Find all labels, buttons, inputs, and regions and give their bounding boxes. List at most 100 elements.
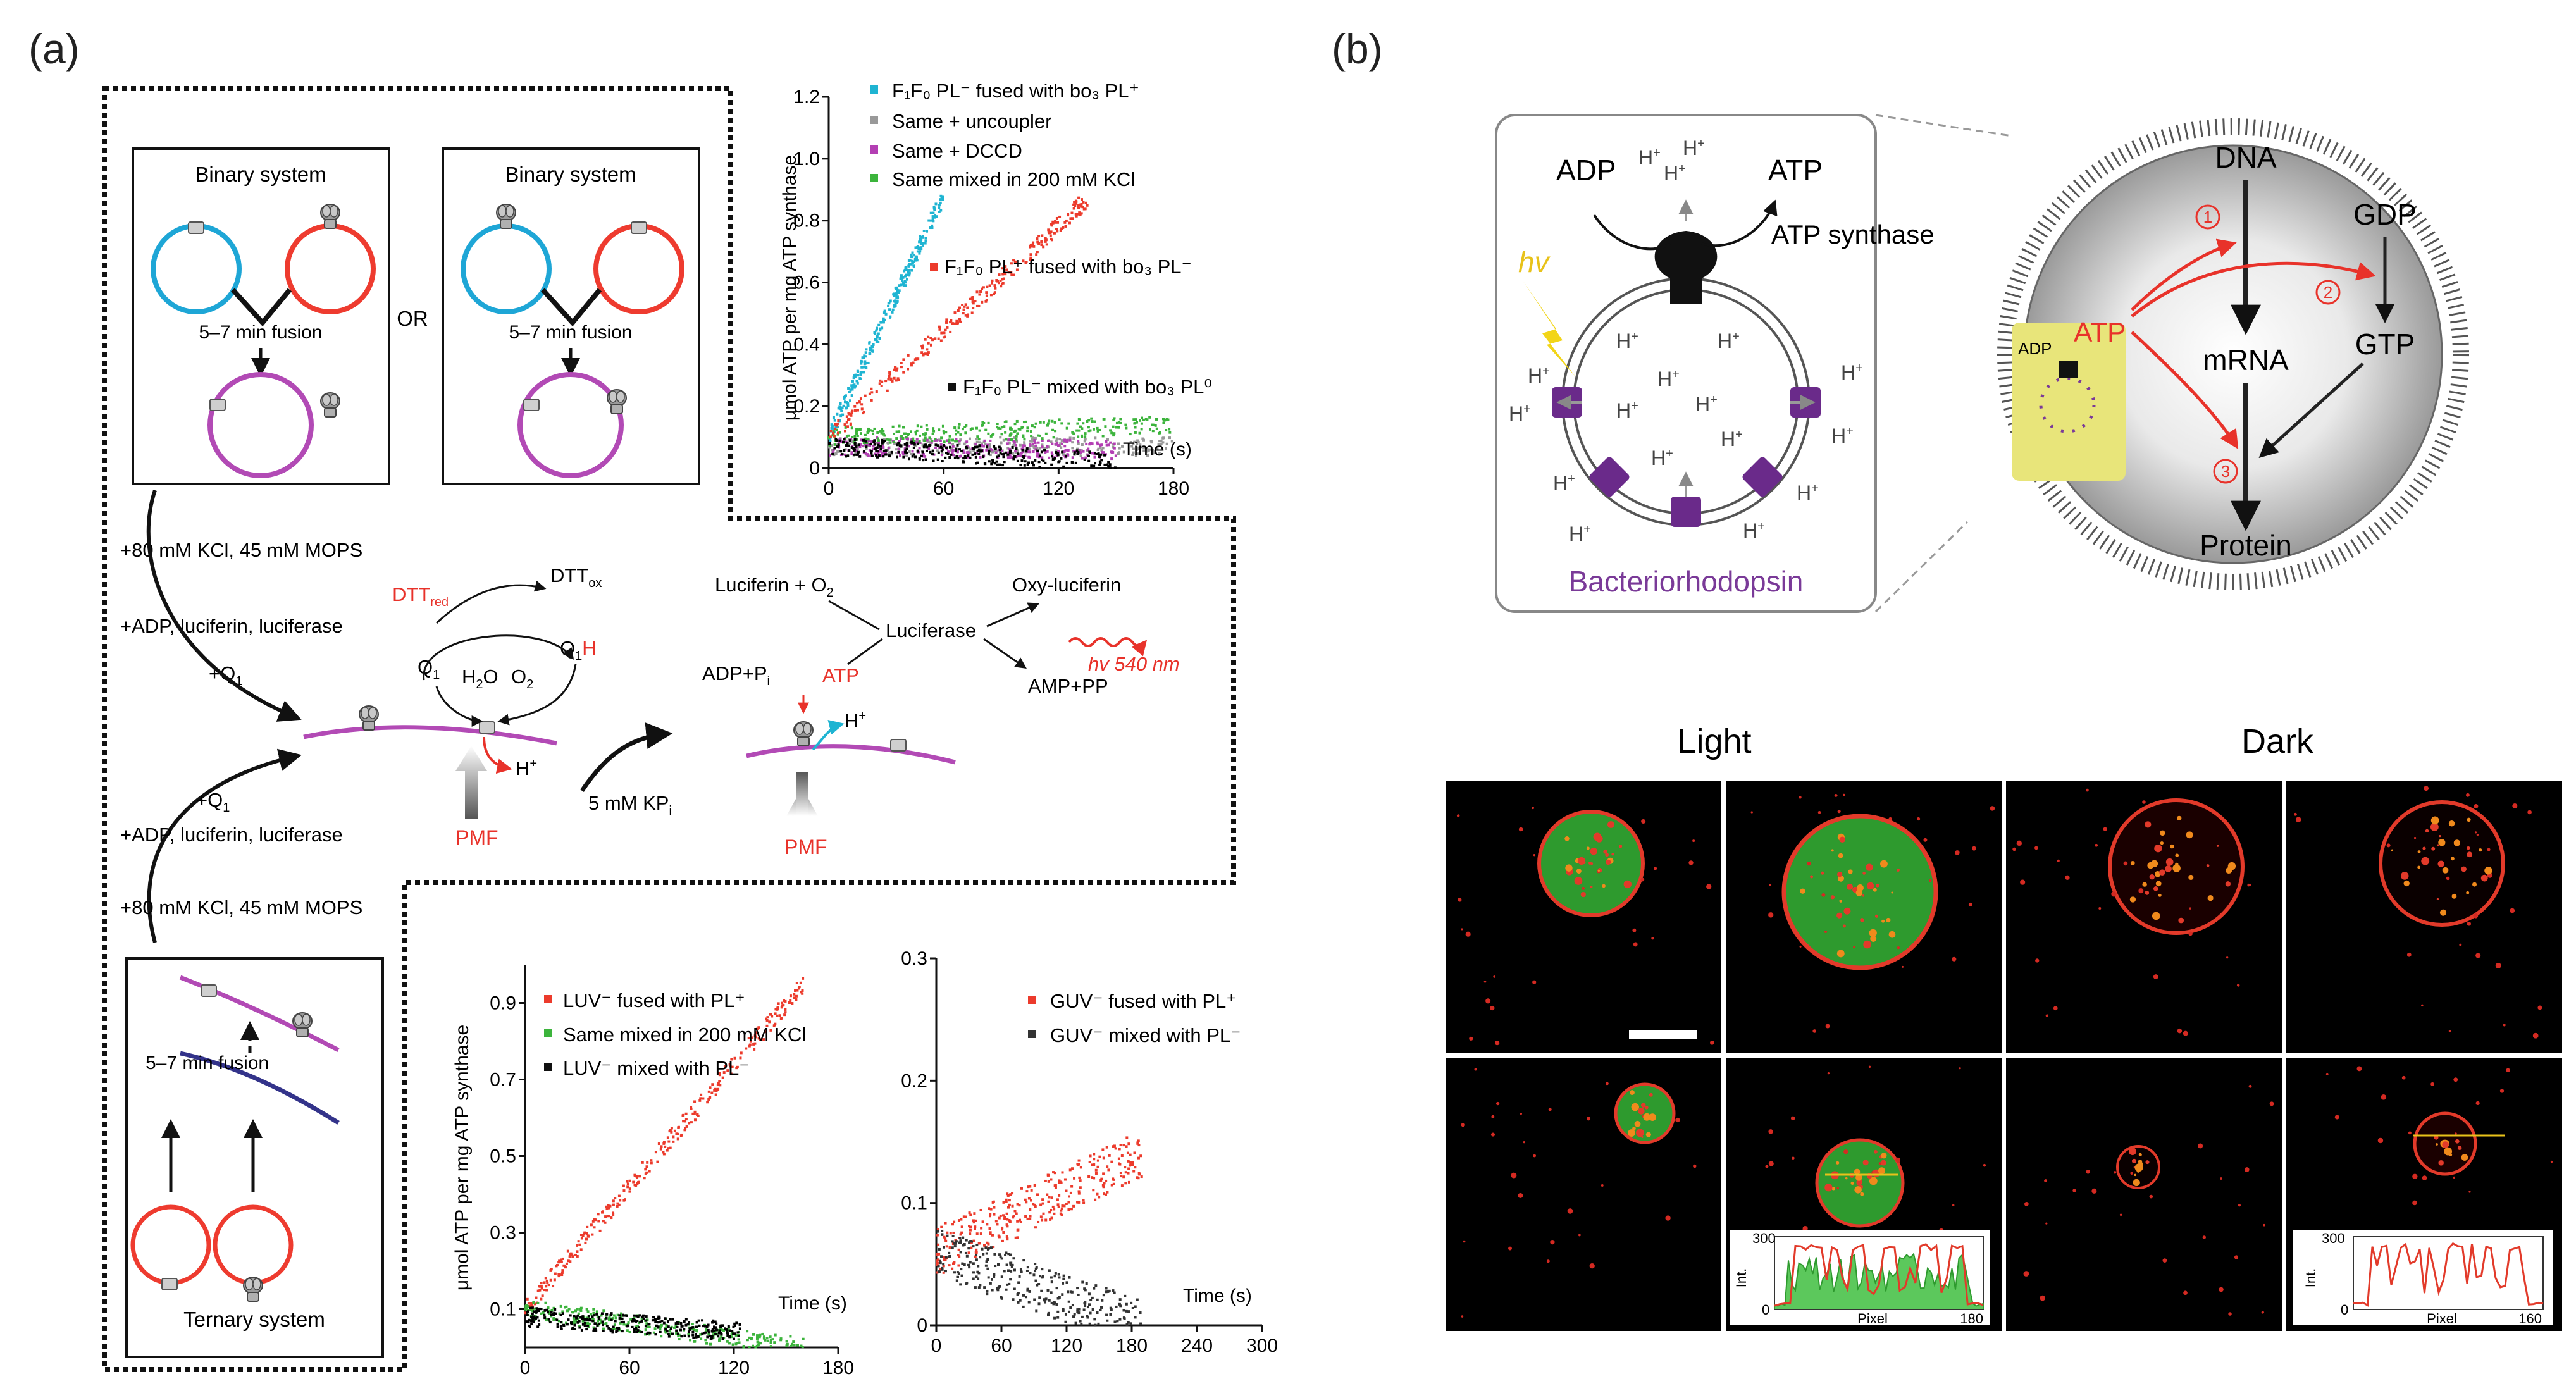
chart2-point [667,1325,670,1328]
chart1-point [1017,452,1020,455]
chart3-point [1109,1306,1112,1309]
chart1-point [1024,420,1027,423]
chart3-point [979,1256,982,1259]
chart3-point [965,1282,969,1285]
chart1-point [1136,421,1139,424]
speckle [1461,928,1463,931]
speckle [1836,1187,1840,1190]
chart1-point [1042,245,1045,249]
vesicle-speckle [1638,1108,1645,1115]
chart1-point [956,443,959,447]
chart1-point [1019,454,1022,457]
chart2-point [709,1096,712,1099]
dotted-outline [102,86,1236,1372]
chart3-point [1006,1237,1009,1241]
chart3-point [969,1239,972,1242]
chart1-point [1124,423,1127,426]
chart2-point [676,1325,679,1328]
speckle [2386,843,2391,848]
vesicle-speckle [1800,888,1805,894]
chart2-point [793,993,796,996]
chart1-point [1139,443,1142,447]
chart1-point [1002,438,1005,442]
chart1-point [853,386,856,389]
chart1-point [924,443,927,447]
chart1-point [1015,268,1019,271]
chart1-point [944,328,947,331]
chart2-point [598,1229,602,1232]
chart3-point [1034,1226,1037,1229]
chart3-point [1106,1319,1109,1322]
chart1-point [914,455,917,459]
chart1-point [939,439,942,442]
chart2-point [593,1322,597,1325]
reaction-scheme: +80 mM KCl, 45 mM MOPS +ADP, luciferin, … [120,490,1180,943]
speckle [2295,817,2301,822]
chart1-point [1081,443,1084,447]
chart1-point [1034,441,1037,444]
speckle [1508,1246,1512,1251]
chart1-point [884,450,888,454]
chart1-point [912,254,915,257]
chart2-point [613,1323,616,1327]
luciferase: Luciferase [886,619,976,641]
chart2-point [638,1321,641,1325]
chart1-point [1074,213,1077,216]
speckle [1495,1101,1500,1106]
chart3-point [1110,1160,1113,1163]
chart3-point [1085,1282,1088,1285]
chart2-point [674,1324,678,1327]
chart1-point [999,427,1002,430]
vesicle-speckle [1632,1127,1636,1130]
chart1-point [886,442,889,445]
chart1-point [838,439,841,442]
speckle [2512,803,2518,808]
chart3-point [1006,1283,1009,1286]
chart2-point [654,1333,657,1336]
chart1-point [943,331,946,335]
chart3-point [965,1254,969,1258]
chart3-point [1092,1189,1095,1192]
chart2-point [625,1314,628,1317]
chart2-point [659,1328,662,1331]
chart1-point [924,434,927,437]
chart1-point [900,437,903,440]
speckle [1706,884,1712,889]
speckle [2421,1004,2424,1007]
vesicle-speckle [1880,1160,1886,1166]
chart1-point [914,431,917,434]
kcl-mops-top: +80 mM KCl, 45 mM MOPS [120,539,362,561]
chart1-point [856,381,859,385]
chart2-point [610,1216,613,1220]
chart1-point [1051,442,1054,445]
chart1-point [879,329,882,332]
chart1-point [848,442,851,445]
chart1-point [964,456,967,459]
vesicle-speckle [1881,919,1885,923]
chart1-point [862,412,865,415]
chart3-point [1035,1266,1038,1269]
chart1-point [905,273,908,276]
chart2-point [543,1313,546,1316]
chart2-point [720,1333,723,1336]
chart1-point [1073,453,1076,456]
chart3-point [944,1239,948,1242]
chart3-point [944,1222,947,1225]
chart1-point [893,432,896,435]
chart1-point [854,452,857,455]
chart1-point [948,455,951,459]
chart1-point [905,451,908,454]
chart1-point [856,369,859,373]
chart3-point [1005,1263,1008,1266]
chart2-point [701,1319,704,1322]
chart1-point [1076,205,1079,208]
chart1-point [965,424,968,427]
chart1-point [1132,418,1136,421]
chart2-point [612,1211,615,1215]
chart1-point [1038,466,1041,469]
chart1-point [1122,450,1125,454]
chart3-point [972,1239,975,1242]
chart1-point [1165,447,1168,450]
chart1-point [846,425,850,428]
speckle [2198,1143,2203,1149]
